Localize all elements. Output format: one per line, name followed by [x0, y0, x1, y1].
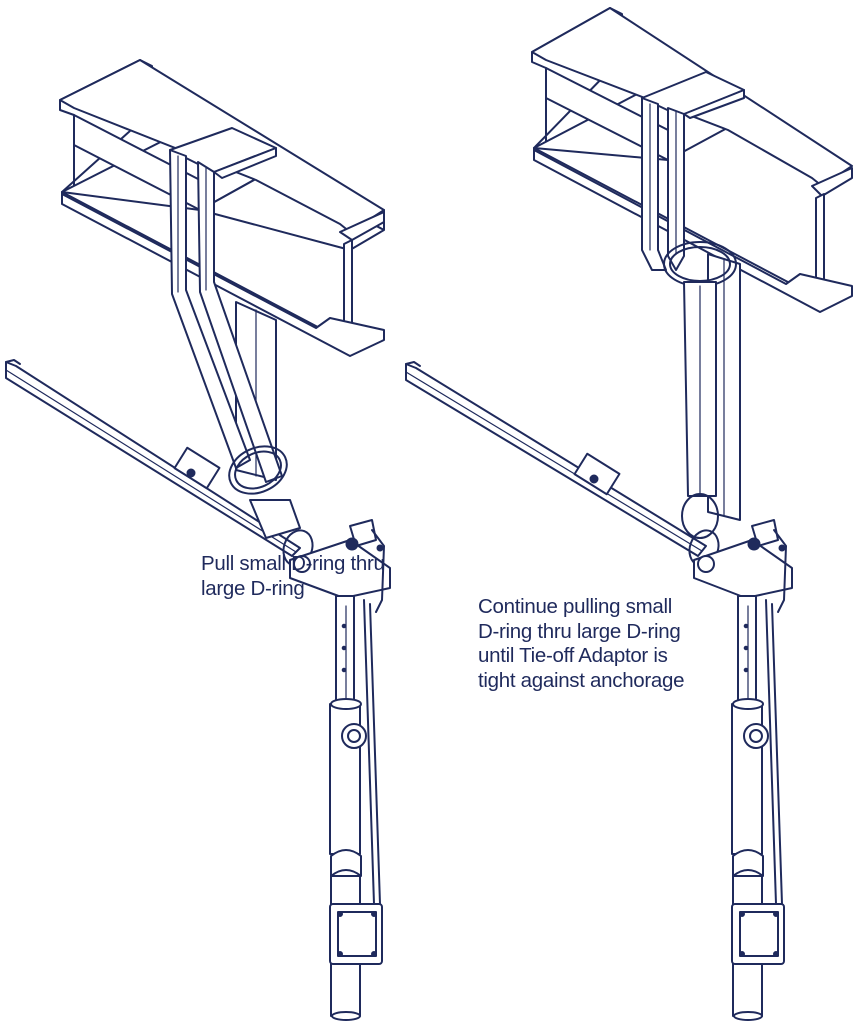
left-panel — [5, 59, 391, 1021]
right-rail — [405, 361, 707, 557]
caption-line: Continue pulling small — [478, 595, 672, 618]
right-adaptor-head — [693, 519, 793, 613]
caption-line: until Tie-off Adaptor is — [478, 644, 668, 667]
right-step-caption: Continue pulling small D-ring thru large… — [478, 595, 685, 693]
right-pole — [731, 595, 785, 1021]
caption-line: large D-ring — [201, 576, 305, 600]
left-adaptor-head — [289, 519, 391, 613]
left-rail — [5, 359, 301, 557]
caption-line: tight against anchorage — [478, 668, 685, 692]
left-step-caption: Pull small D-ring thru large D-ring — [201, 552, 385, 601]
caption-line: D-ring thru large D-ring — [478, 619, 681, 643]
left-pole — [329, 595, 383, 1021]
caption-line: Pull small D-ring thru — [201, 552, 385, 575]
right-panel — [405, 7, 853, 1021]
